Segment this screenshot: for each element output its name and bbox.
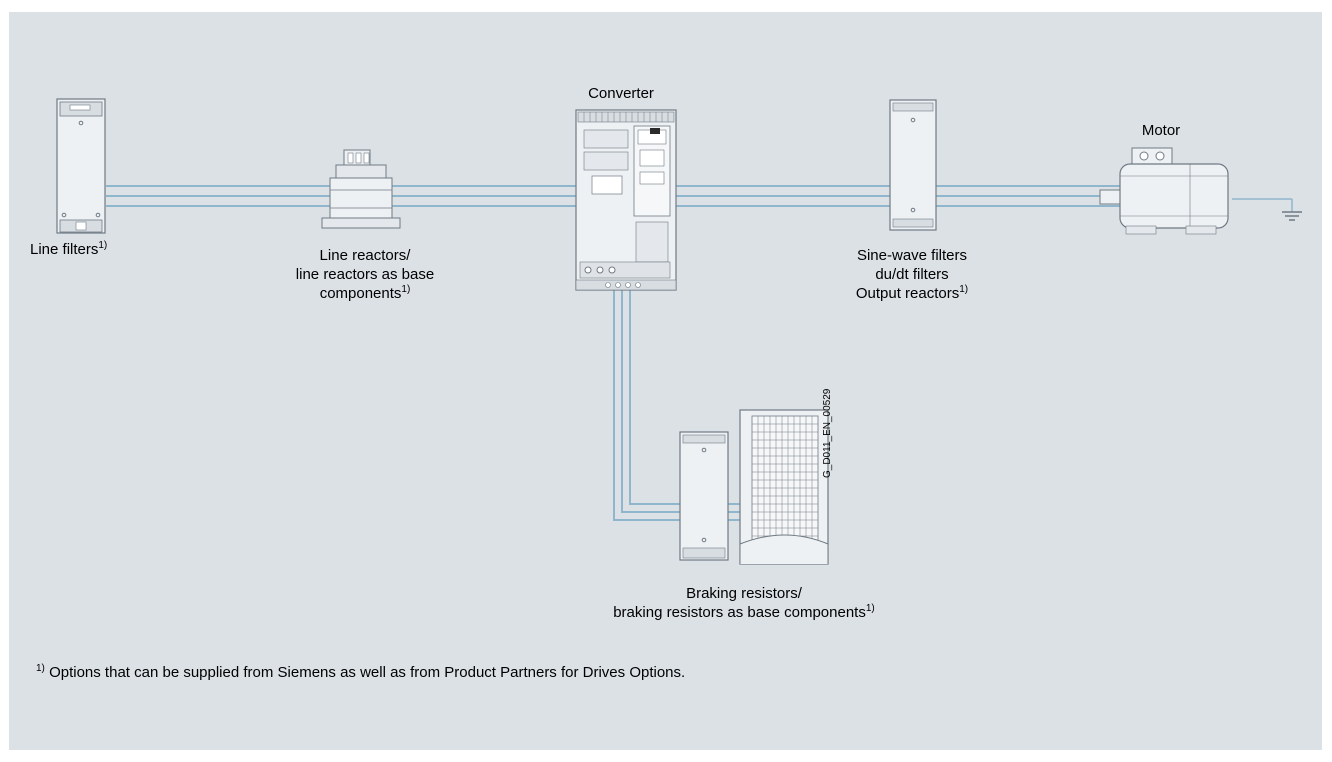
line-filter-device xyxy=(56,98,106,234)
footnote-mark: 1) xyxy=(36,663,45,674)
motor-label: Motor xyxy=(1141,122,1181,139)
braking-resistor-device xyxy=(739,409,829,565)
converter-label: Converter xyxy=(588,85,654,102)
footnote: 1) Options that can be supplied from Sie… xyxy=(36,663,686,682)
ground-connection xyxy=(1232,198,1293,212)
braking-resistors-label: Braking resistors/ braking resistors as … xyxy=(613,585,875,621)
ground-icon xyxy=(1282,211,1302,221)
footnote-text: Options that can be supplied from Siemen… xyxy=(44,664,686,681)
motor-device xyxy=(1099,147,1229,235)
document-id: G_D011_EN_00529 xyxy=(822,388,833,478)
output-filter-device xyxy=(889,99,937,231)
output-filters-label: Sine-wave filters du/dt filters Output r… xyxy=(855,247,969,302)
line-reactor-device xyxy=(321,149,401,229)
line-reactors-label: Line reactors/ line reactors as base com… xyxy=(295,247,435,302)
line-filters-label: Line filters1) xyxy=(30,240,108,259)
converter-device xyxy=(575,109,677,291)
braking-module-device xyxy=(679,431,729,561)
